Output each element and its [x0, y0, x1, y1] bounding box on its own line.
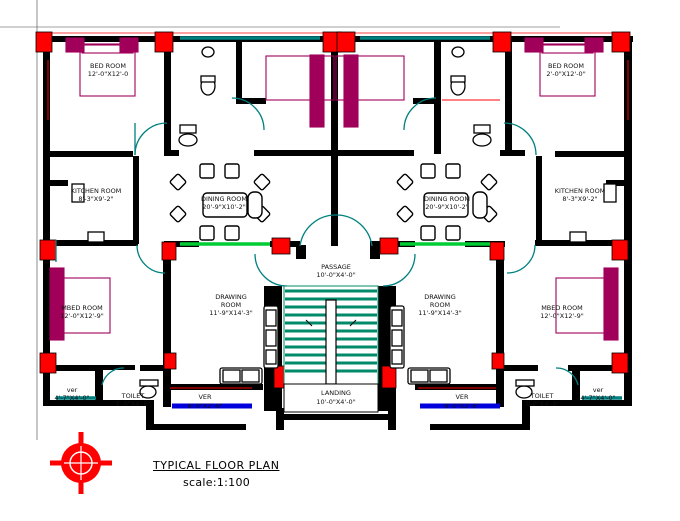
label-bed-left: BED ROOM — [90, 62, 126, 70]
label-mbed-right: MBED ROOM — [541, 304, 583, 312]
size-ver2-left: 8'-0"X2'-6" — [187, 402, 222, 410]
size-bed-right: 2'-0"X12'-0" — [546, 70, 585, 78]
windows — [47, 36, 629, 409]
construction-lines — [0, 0, 560, 440]
size-kitchen-right: 8'-3"X9'-2" — [562, 195, 597, 203]
dining-set-right — [396, 163, 498, 241]
size-passage: 10'-0"X4'-0" — [316, 271, 355, 279]
plan-title: TYPICAL FLOOR PLAN — [153, 459, 280, 472]
sofas — [219, 305, 451, 385]
size-bed-left: 12'-0"X12'-0 — [88, 70, 129, 78]
label-dining-left: DINING ROOM — [201, 195, 247, 203]
plan-scale: scale:1:100 — [183, 476, 251, 489]
label-toilet-left: TOILET — [121, 392, 145, 400]
size-ver-left: 4'-7"X4'-0" — [54, 394, 89, 402]
label-bed-right: BED ROOM — [548, 62, 584, 70]
size-kitchen-left: 8'-3"X9'-2" — [78, 195, 113, 203]
size-ver-right: 4'-7"X4'-0" — [580, 394, 615, 402]
label-ver2-left: VER — [198, 393, 212, 401]
room-labels: BED ROOM 12'-0"X12'-0 BED ROOM 2'-0"X12'… — [54, 62, 615, 410]
label-drawing-right-2: ROOM — [430, 301, 450, 309]
compass-symbol — [50, 432, 112, 494]
label-drawing-left: DRAWING — [215, 293, 247, 301]
label-ver-left: ver — [67, 386, 78, 394]
label-drawing-left-2: ROOM — [221, 301, 241, 309]
size-drawing-right: 11'-9"X14'-3" — [418, 309, 462, 317]
size-mbed-right: 12'-0"X12'-9" — [540, 312, 584, 320]
size-mbed-left: 12'-0"X12'-9" — [60, 312, 104, 320]
size-drawing-left: 11'-9"X14'-3" — [209, 309, 253, 317]
staircase — [283, 285, 379, 413]
label-kitchen-right: KITCHEN ROOM — [555, 187, 606, 195]
dining-set-left — [169, 163, 271, 241]
size-toilet-left: 7'-0"X4'-0" — [115, 400, 150, 408]
toilet-fixtures — [71, 46, 617, 399]
size-landing: 10'-0"X4'-0" — [316, 398, 355, 406]
label-drawing-right: DRAWING — [424, 293, 456, 301]
label-dining-right: DINING ROOM — [424, 195, 470, 203]
size-toilet-right: 7'-0"X4'-0" — [524, 400, 559, 408]
label-mbed-left: MBED ROOM — [61, 304, 103, 312]
label-toilet-right: TOILET — [530, 392, 554, 400]
columns — [35, 31, 631, 389]
beds — [49, 37, 619, 341]
label-ver-right: ver — [593, 386, 604, 394]
size-dining-right: 20'-9"X10'-2" — [425, 203, 469, 211]
size-dining-left: 20'-9"X10'-2" — [202, 203, 246, 211]
label-landing: LANDING — [321, 389, 351, 397]
label-ver2-right: VER — [455, 393, 469, 401]
size-ver2-right: 8'-0"X2'-6" — [444, 402, 479, 410]
label-passage: PASSAGE — [321, 263, 351, 271]
label-kitchen-left: KITCHEN ROOM — [71, 187, 122, 195]
door-swings — [55, 97, 579, 386]
